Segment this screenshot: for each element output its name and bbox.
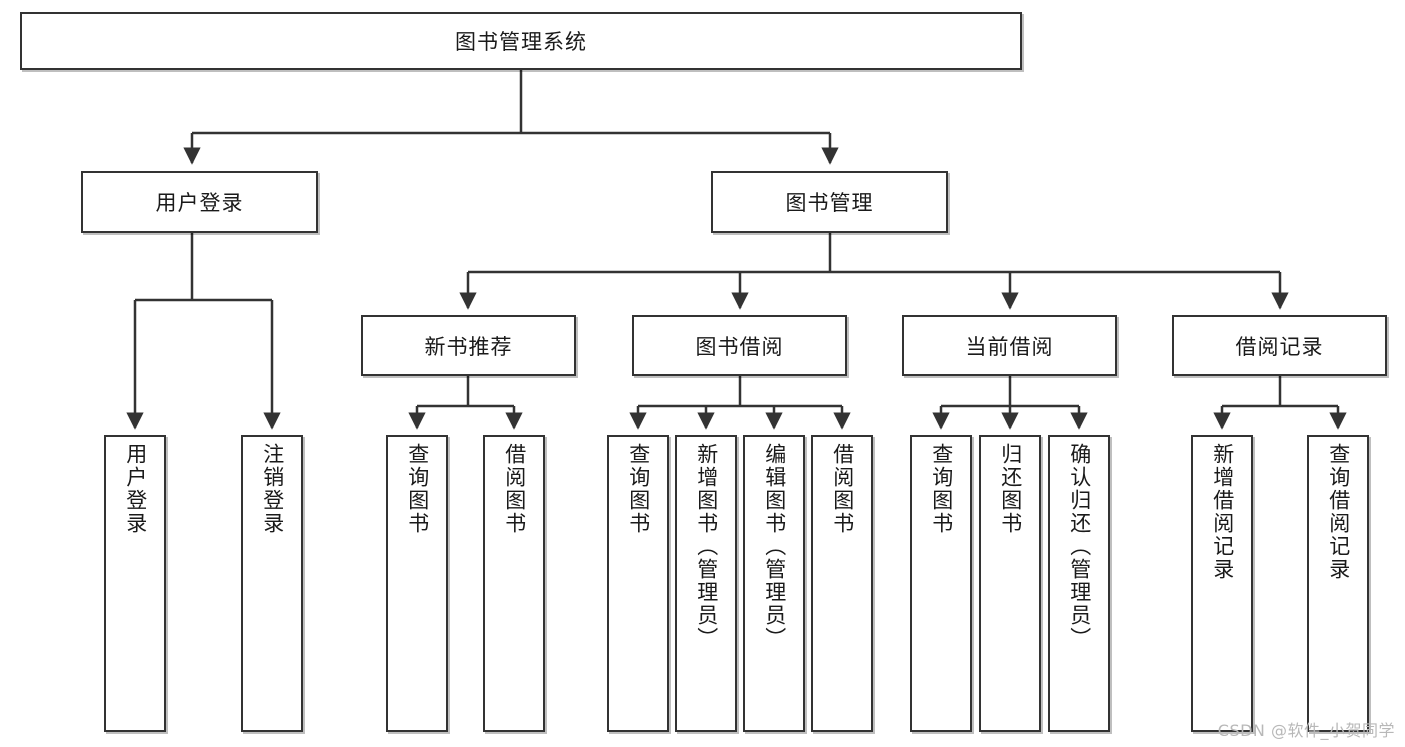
node-label: 确认归还（管理员） <box>1067 443 1092 650</box>
csdn-watermark: CSDN @软件_小贺同学 <box>1217 721 1395 740</box>
node-leaf-borrow-book-2[interactable]: 借阅图书 <box>811 435 873 732</box>
node-label: 借阅记录 <box>1235 334 1324 359</box>
node-label: 借阅图书 <box>830 443 855 535</box>
node-label: 查询图书 <box>929 443 954 535</box>
node-leaf-return-book[interactable]: 归还图书 <box>979 435 1041 732</box>
node-new-book-recommend[interactable]: 新书推荐 <box>361 315 576 376</box>
node-book-borrow[interactable]: 图书借阅 <box>632 315 847 376</box>
node-label: 查询图书 <box>626 443 651 535</box>
node-label: 归还图书 <box>998 443 1023 535</box>
node-label: 图书管理系统 <box>455 30 587 54</box>
node-label: 当前借阅 <box>965 334 1054 359</box>
node-label: 新书推荐 <box>424 334 513 359</box>
node-label: 用户登录 <box>123 443 148 535</box>
node-label: 借阅图书 <box>502 443 527 535</box>
node-label: 用户登录 <box>155 191 244 215</box>
node-leaf-query-book-3[interactable]: 查询图书 <box>910 435 972 732</box>
node-label: 编辑图书（管理员） <box>762 443 787 650</box>
node-leaf-query-book-1[interactable]: 查询图书 <box>386 435 448 732</box>
node-leaf-user-login[interactable]: 用户登录 <box>104 435 166 732</box>
node-borrow-record[interactable]: 借阅记录 <box>1172 315 1387 376</box>
node-leaf-confirm-return[interactable]: 确认归还（管理员） <box>1048 435 1110 732</box>
node-label: 图书借阅 <box>695 334 784 359</box>
node-leaf-logout-login[interactable]: 注销登录 <box>241 435 303 732</box>
node-label: 查询借阅记录 <box>1326 443 1351 581</box>
node-leaf-add-book[interactable]: 新增图书（管理员） <box>675 435 737 732</box>
node-user-login[interactable]: 用户登录 <box>81 171 318 233</box>
node-label: 图书管理 <box>785 191 874 215</box>
node-label: 注销登录 <box>260 443 285 535</box>
node-leaf-borrow-book-1[interactable]: 借阅图书 <box>483 435 545 732</box>
node-book-management-system[interactable]: 图书管理系统 <box>20 12 1022 70</box>
node-leaf-edit-book[interactable]: 编辑图书（管理员） <box>743 435 805 732</box>
node-label: 新增借阅记录 <box>1210 443 1235 581</box>
node-leaf-query-book-2[interactable]: 查询图书 <box>607 435 669 732</box>
node-leaf-add-record[interactable]: 新增借阅记录 <box>1191 435 1253 732</box>
node-current-borrow[interactable]: 当前借阅 <box>902 315 1117 376</box>
node-label: 查询图书 <box>405 443 430 535</box>
node-leaf-query-record[interactable]: 查询借阅记录 <box>1307 435 1369 732</box>
node-label: 新增图书（管理员） <box>694 443 719 650</box>
node-book-management[interactable]: 图书管理 <box>711 171 948 233</box>
